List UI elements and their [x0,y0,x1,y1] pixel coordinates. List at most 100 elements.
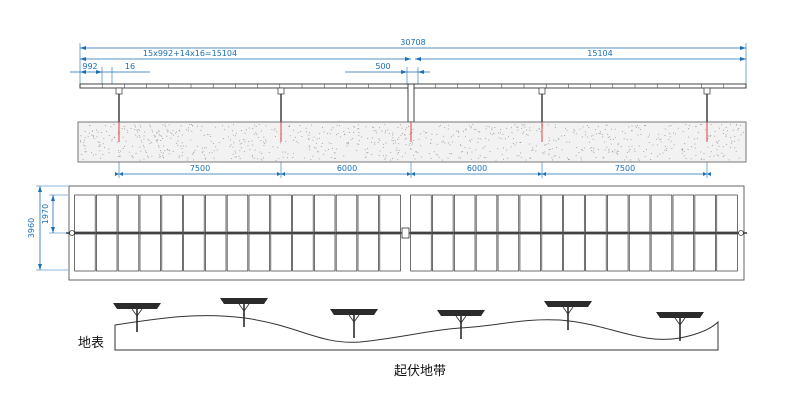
speckle [142,145,144,147]
speckle [160,139,162,141]
speckle [164,124,166,126]
speckle [436,143,438,145]
speckle [517,129,519,131]
dim-span-2: 6000 [337,164,357,173]
speckle [397,153,399,155]
speckle [438,156,440,158]
speckle [589,147,591,149]
speckle [305,127,307,129]
speckle [649,158,651,160]
speckle [312,155,314,157]
speckle [418,138,420,140]
speckle [205,147,207,149]
speckle [611,128,613,130]
speckle [624,132,626,134]
speckle [555,140,557,142]
solar-panel [96,194,118,233]
speckle [599,131,601,133]
speckle [716,154,718,156]
speckle [574,130,576,132]
speckle [408,144,410,146]
speckle [145,150,146,152]
speckle [357,124,359,126]
speckle [401,156,403,158]
speckle [312,139,314,141]
ground-surface-label: 地表 [78,336,104,351]
speckle [602,136,603,138]
speckle [346,145,348,147]
speckle [193,151,195,153]
speckle [502,133,504,135]
speckle [649,134,650,136]
speckle [436,134,438,135]
speckle [727,130,729,132]
speckle [329,133,331,135]
solar-panel [519,233,541,272]
speckle [172,151,174,152]
speckle [671,148,673,150]
speckle [714,130,716,132]
speckle [218,142,220,143]
speckle [522,132,524,134]
speckle [609,136,611,138]
speckle [397,126,399,128]
speckle [259,151,261,153]
speckle [532,147,534,149]
speckle [400,124,402,126]
speckle [603,157,605,159]
speckle [278,158,280,160]
speckle [366,152,368,154]
solar-panel [650,233,673,272]
speckle [328,142,330,144]
speckle [548,137,550,139]
speckle [321,142,323,144]
speckle [385,155,387,157]
speckle [444,127,446,129]
speckle [379,150,381,152]
speckle [650,153,652,154]
speckle [108,148,110,150]
speckle [265,125,267,127]
speckle [194,149,196,151]
speckle [232,146,234,148]
speckle [660,138,662,140]
speckle [334,152,336,154]
speckle [448,124,450,126]
speckle [333,152,335,154]
speckle [253,124,255,126]
solar-panel [453,194,476,233]
speckle [411,142,413,144]
speckle [526,134,528,136]
speckle [248,127,250,129]
speckle [566,129,568,131]
speckle [159,154,161,156]
speckle [367,137,369,139]
speckle [282,156,284,158]
speckle [436,154,438,156]
speckle [121,128,123,129]
speckle [598,133,600,135]
speckle [578,152,580,154]
speckle [228,136,230,138]
speckle [637,125,639,126]
speckle [681,152,683,154]
speckle [95,153,97,155]
speckle [473,128,475,130]
speckle [689,125,690,126]
speckle [190,139,192,141]
speckle [100,157,102,159]
solar-panel [139,233,161,272]
speckle [483,157,485,159]
span-arrow [411,172,415,176]
speckle [149,124,151,126]
speckle [361,136,362,138]
speckle [344,133,346,135]
speckle [391,157,393,159]
solar-panel [650,194,673,233]
speckle [685,124,687,125]
solar-panel [357,194,379,233]
speckle [634,148,636,150]
speckle [181,142,183,144]
speckle [91,130,93,132]
